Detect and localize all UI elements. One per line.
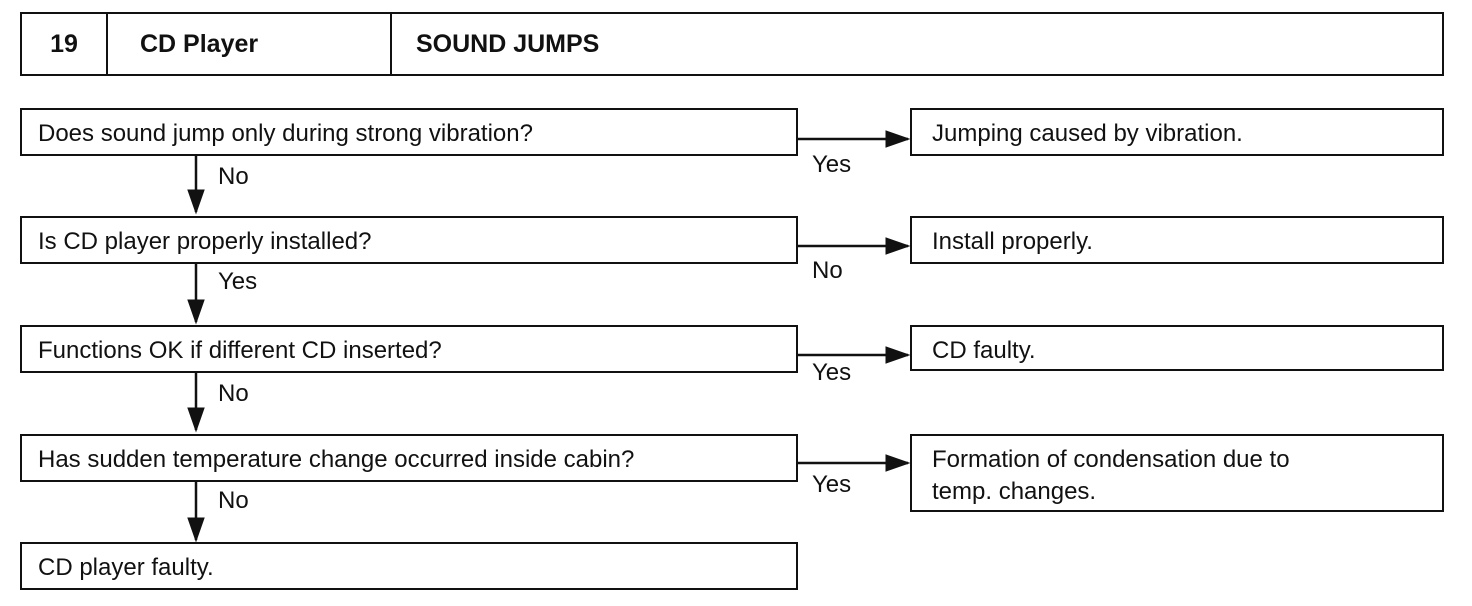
result-box-3: CD faulty. [910,325,1444,371]
chart-number: 19 [22,14,108,74]
question-box-1: Does sound jump only during strong vibra… [20,108,798,156]
symptom-title: SOUND JUMPS [416,29,600,58]
side-label-1: Yes [812,151,852,178]
final-result-box: CD player faulty. [20,542,798,590]
result-box-4-line-1: Formation of condensation due to [932,446,1290,473]
question-box-4: Has sudden temperature change occurred i… [20,434,798,482]
side-label-2: No [812,257,843,284]
down-label-4: No [218,487,249,514]
side-label-3: Yes [812,359,852,386]
result-box-1: Jumping caused by vibration. [910,108,1444,156]
result-box-2: Install properly. [910,216,1444,264]
chart-header: 19 CD Player SOUND JUMPS [20,12,1444,76]
result-box-4-line-2: temp. changes. [932,478,1097,505]
side-label-4: Yes [812,471,852,498]
down-label-2: Yes [218,268,258,295]
down-label-1: No [218,163,249,190]
system-name: CD Player [108,14,392,74]
result-box-4: Formation of condensation due to temp. c… [910,434,1444,512]
down-label-3: No [218,380,249,407]
question-box-3: Functions OK if different CD inserted? [20,325,798,373]
question-box-2: Is CD player properly installed? [20,216,798,264]
